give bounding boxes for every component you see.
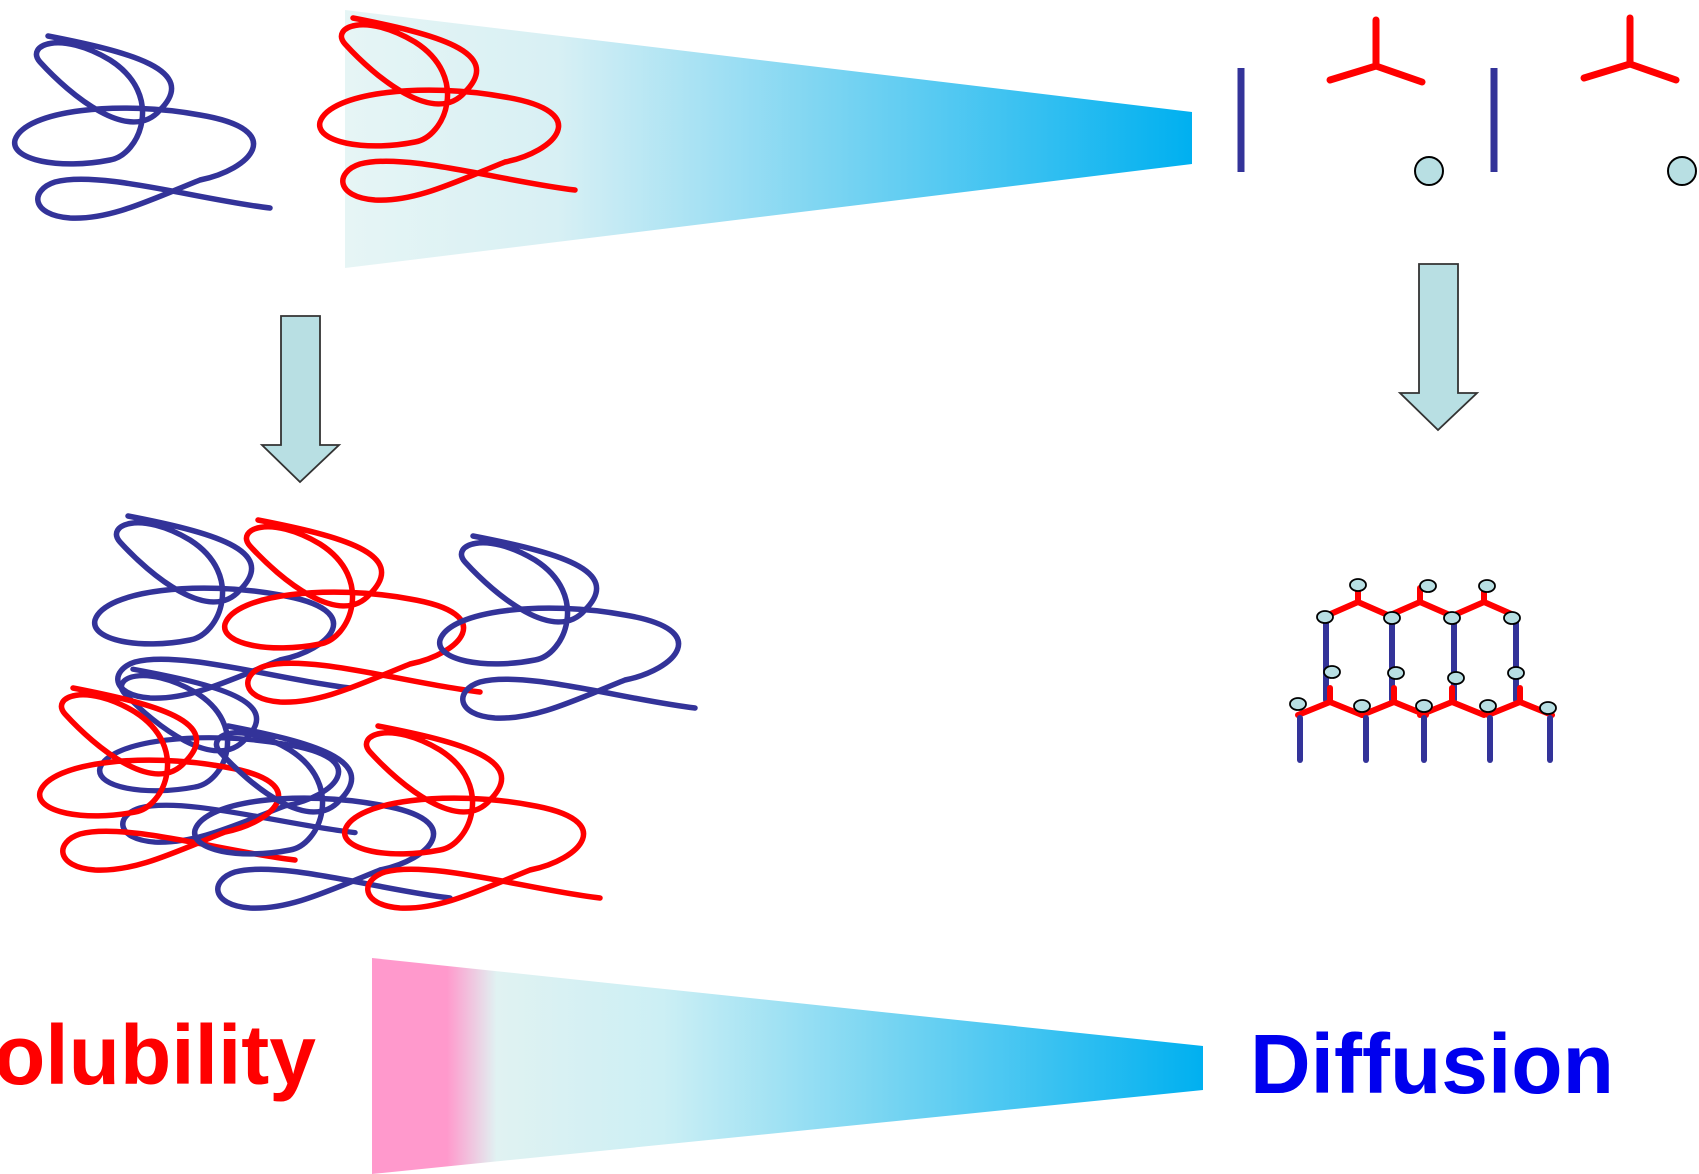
- crosslinker-node: [1478, 579, 1496, 593]
- crosslinked-network: [1289, 578, 1557, 763]
- red-trimer-arm: [1449, 699, 1487, 718]
- entangled-polymer-mass: [40, 516, 695, 908]
- crosslinker-node: [1507, 666, 1525, 680]
- crosslinker-node: [1316, 610, 1334, 624]
- red-trimer-monomer: [1326, 16, 1426, 86]
- red-trimer-arm: [1355, 599, 1393, 619]
- crosslinker-node: [1443, 611, 1461, 625]
- crosslinker-node: [1419, 579, 1437, 593]
- crosslinker-node: [1447, 671, 1465, 685]
- crosslinker-node: [1353, 699, 1371, 713]
- crosslinker-node: [1349, 578, 1367, 592]
- right-down-arrow: [1397, 263, 1480, 432]
- monomer-group: [1237, 14, 1697, 186]
- blue-polymer-coil: [15, 36, 270, 218]
- crosslinker-node: [1415, 699, 1433, 713]
- solubility-label: olubility: [0, 1008, 316, 1102]
- crosslinker-node: [1539, 701, 1557, 715]
- diffusion-label: Diffusion: [1250, 1017, 1614, 1111]
- red-trimer-arm: [1417, 699, 1455, 718]
- red-trimer-arm: [1485, 699, 1523, 718]
- crosslinker-node: [1387, 666, 1405, 680]
- top-gradient-wedge: [345, 10, 1192, 268]
- crosslinker-node: [1289, 697, 1307, 711]
- crosslinker-circle: [1414, 156, 1444, 186]
- crosslinker-node: [1383, 611, 1401, 625]
- red-trimer-arm: [1327, 699, 1365, 718]
- crosslinker-node: [1479, 699, 1497, 713]
- red-trimer-arm: [1359, 699, 1397, 718]
- bottom-gradient-wedge: [372, 958, 1203, 1174]
- red-trimer-arm: [1295, 699, 1333, 718]
- red-trimer-monomer: [1580, 14, 1680, 84]
- crosslinker-node: [1503, 611, 1521, 625]
- left-down-arrow: [259, 315, 342, 484]
- crosslinker-circle: [1667, 156, 1697, 186]
- crosslinker-node: [1323, 665, 1341, 679]
